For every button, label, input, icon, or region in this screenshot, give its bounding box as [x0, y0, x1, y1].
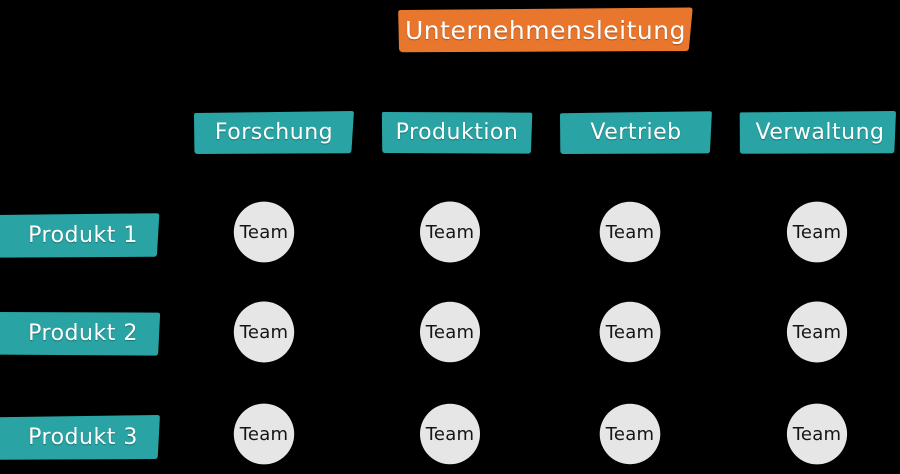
team-node-label: Team [605, 322, 655, 343]
team-node-circle [420, 301, 480, 363]
column-header-produktion[interactable]: Produktion [381, 110, 533, 155]
team-node[interactable]: Team [786, 403, 848, 465]
team-node-label: Team [605, 222, 655, 243]
column-header-label: Produktion [395, 120, 519, 145]
column-header-shape [381, 112, 533, 154]
column-header-shape [559, 111, 712, 154]
team-node-label: Team [239, 424, 289, 445]
row-label-text: Produkt 2 [28, 321, 138, 346]
team-node-circle [233, 201, 295, 263]
row-label-produkt-2[interactable]: Produkt 2 [0, 310, 162, 357]
team-node[interactable]: Team [786, 301, 848, 363]
row-label-produkt-3[interactable]: Produkt 3 [0, 414, 162, 461]
title-banner-label: Unternehmensleitung [405, 15, 686, 45]
team-node-label: Team [425, 322, 475, 343]
team-node[interactable]: Team [786, 201, 848, 263]
title-banner-unternehmensleitung[interactable]: Unternehmensleitung [397, 6, 694, 53]
team-node-label: Team [425, 424, 475, 445]
team-node-label: Team [792, 424, 842, 445]
team-node-label: Team [425, 222, 475, 243]
team-node[interactable]: Team [599, 301, 661, 363]
column-header-label: Verwaltung [755, 120, 885, 145]
team-node-circle [420, 403, 480, 465]
team-node-circle [599, 201, 661, 263]
team-node-label: Team [239, 322, 289, 343]
row-label-shape [0, 312, 161, 356]
team-node[interactable]: Team [233, 201, 295, 263]
team-node-label: Team [792, 322, 842, 343]
team-node-label: Team [792, 222, 842, 243]
row-label-shape [0, 213, 160, 258]
team-node-circle [599, 301, 661, 363]
column-header-vertrieb[interactable]: Vertrieb [559, 110, 713, 155]
column-header-shape [193, 111, 354, 154]
team-node-circle [420, 201, 480, 263]
column-header-shape [739, 111, 896, 154]
row-label-produkt-1[interactable]: Produkt 1 [0, 212, 162, 259]
row-label-text: Produkt 1 [28, 223, 138, 248]
column-header-forschung[interactable]: Forschung [193, 110, 355, 155]
team-node[interactable]: Team [599, 201, 661, 263]
column-header-label: Forschung [214, 120, 334, 145]
column-header-verwaltung[interactable]: Verwaltung [739, 110, 900, 155]
team-node[interactable]: Team [419, 403, 481, 465]
column-header-label: Vertrieb [590, 120, 682, 145]
team-node-label: Team [605, 424, 655, 445]
row-label-shape [0, 415, 160, 460]
team-node-circle [786, 301, 848, 363]
row-label-text: Produkt 3 [28, 425, 138, 450]
team-node-circle [233, 403, 295, 465]
team-node-circle [786, 403, 848, 465]
team-node[interactable]: Team [599, 403, 661, 465]
team-node[interactable]: Team [233, 403, 295, 465]
team-node[interactable]: Team [419, 201, 481, 263]
team-node-circle [233, 301, 295, 363]
team-node[interactable]: Team [419, 301, 481, 363]
team-node-circle [599, 403, 661, 465]
title-banner-shape [398, 7, 693, 53]
team-node[interactable]: Team [233, 301, 295, 363]
team-node-label: Team [239, 222, 289, 243]
team-node-circle [786, 201, 848, 263]
